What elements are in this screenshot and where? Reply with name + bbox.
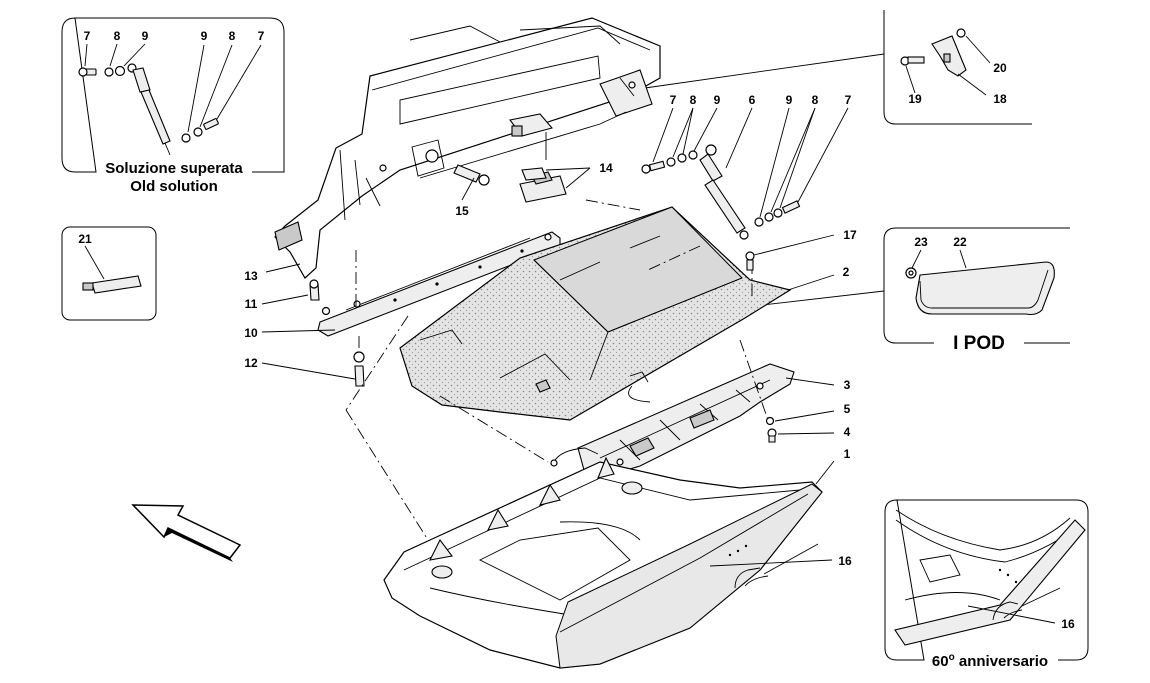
callout-22: 22 [953,235,967,249]
old-solution-label-it: Soluzione superata [105,160,243,177]
callout-9-c: 9 [714,93,721,107]
callout-4: 4 [844,425,851,439]
callout-7-c: 7 [670,93,677,107]
lock-pin-15 [453,164,490,186]
inset-anniversary: 16 60o anniversario [884,499,1089,670]
screw-17 [745,251,755,271]
screw-12 [353,351,365,387]
anniversary-label: 60o anniversario [932,652,1048,670]
screw-4 [767,428,777,443]
anniversary-badge-logo [992,587,1061,621]
old-gas-strut [127,63,171,156]
ipod-label: I POD [953,333,1005,354]
callout-8-a: 8 [114,29,121,43]
callout-16: 16 [838,554,852,568]
lock-mechanism-3 [550,363,795,479]
callout-10: 10 [244,326,258,340]
callout-7-d: 7 [845,93,852,107]
strut-fasteners-top [641,150,698,174]
ipod-nut-23 [905,267,917,279]
callout-15: 15 [455,204,469,218]
screw-11 [309,279,331,316]
callout-19: 19 [908,92,922,106]
callout-8-d: 8 [812,93,819,107]
gas-strut-6 [699,144,749,240]
callout-16-inset: 16 [1061,617,1075,631]
inset-ipod: 23 22 I POD [649,227,1070,354]
callout-13: 13 [244,269,258,283]
old-bolt-left [78,65,126,77]
callout-12: 12 [244,356,258,370]
callout-21: 21 [78,232,92,246]
callout-5: 5 [844,402,851,416]
callout-23: 23 [914,235,928,249]
glovebox-housing-13 [274,17,661,279]
callout-6: 6 [749,93,756,107]
part-21-badge [82,275,142,294]
callout-17: 17 [843,228,857,242]
callout-20: 20 [993,61,1007,75]
callout-7-b: 7 [258,29,265,43]
callout-2: 2 [843,265,850,279]
callout-9-a: 9 [142,29,149,43]
callout-8-b: 8 [229,29,236,43]
callout-9-d: 9 [786,93,793,107]
callout-3: 3 [844,378,851,392]
screw-19 [900,56,925,66]
badge-16 [734,543,819,589]
latch-striker-14 [509,113,567,203]
inner-liner-tray-2 [399,206,792,421]
forward-direction-arrow [131,504,242,562]
washer-5 [765,416,775,426]
ipod-handle-22 [915,261,1055,316]
inset-bracket: 20 18 19 [644,10,1032,125]
anniversary-lid-detail [894,509,1086,646]
glovebox-lid-1 [383,456,823,669]
old-bolt-right [181,118,219,143]
callout-8-c: 8 [690,93,697,107]
bracket-18 [931,28,967,77]
callout-14: 14 [599,161,613,175]
callout-7-a: 7 [84,29,91,43]
inset-old-solution: 7 8 9 9 8 7 Soluzione superata Old solut… [61,17,285,195]
callout-9-b: 9 [201,29,208,43]
inset-part-21: 21 [61,226,157,321]
callout-11: 11 [245,297,258,311]
callout-1: 1 [844,447,851,461]
strut-fasteners-bottom [754,200,801,227]
old-solution-label-en: Old solution [130,178,218,195]
callout-18: 18 [993,92,1007,106]
